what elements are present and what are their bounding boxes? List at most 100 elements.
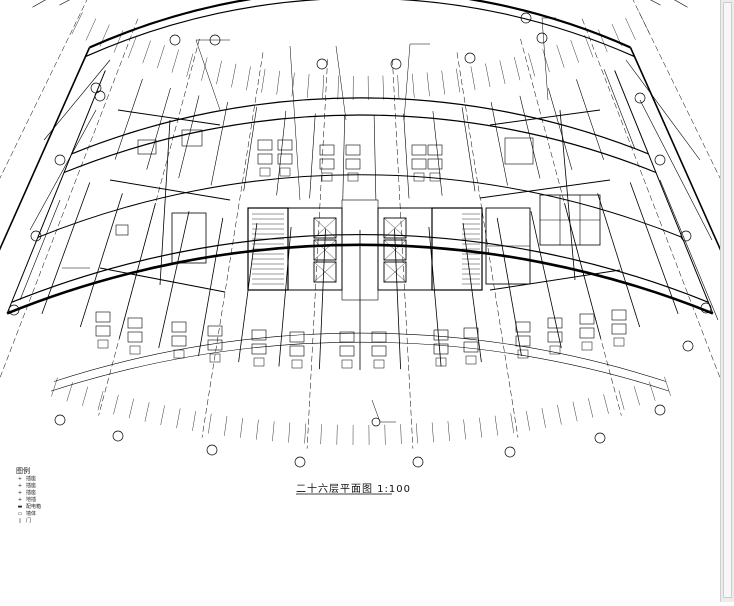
workstation: [208, 340, 222, 350]
workstation: [322, 173, 332, 181]
dimension-tick: [514, 57, 520, 80]
office-partition: [42, 182, 90, 314]
legend-symbol: +: [16, 476, 24, 483]
office-partition: [244, 107, 257, 191]
workstation: [208, 326, 222, 336]
dimension-tick: [639, 12, 650, 34]
office-partition: [462, 107, 475, 191]
vertical-scrollbar[interactable]: [720, 0, 734, 602]
office-partition: [147, 88, 171, 170]
workstation: [278, 140, 292, 150]
workstation: [346, 159, 360, 169]
room-wall: [490, 270, 620, 290]
workstation: [518, 350, 528, 358]
dimension-tick: [224, 416, 227, 436]
workstation: [614, 338, 624, 346]
dimension-tick: [129, 399, 134, 418]
workstation: [128, 332, 142, 342]
grid-bubble: [207, 445, 217, 455]
dimension-tick: [416, 423, 417, 443]
workstation: [348, 173, 358, 181]
workstation: [320, 145, 334, 155]
dimension-tick: [385, 425, 386, 445]
workstation: [174, 350, 184, 358]
furniture: [116, 225, 128, 235]
dimension-tick: [604, 394, 609, 413]
legend-label: 地插: [26, 497, 36, 503]
dimension-tick: [201, 57, 207, 80]
dimension-tick: [307, 74, 309, 98]
legend: 图例 +插座 +插座 +插座 +地插 ▬配电箱 ▭墙体 ▯门: [16, 466, 76, 525]
dimension-tick: [246, 67, 250, 91]
workstation: [96, 312, 110, 322]
office-partition: [115, 79, 142, 160]
workstation: [516, 322, 530, 332]
legend-symbol: +: [16, 497, 24, 504]
dimension-tick: [626, 18, 636, 40]
grid-bubble: [595, 433, 605, 443]
dimension-tick: [598, 30, 607, 52]
grid-bubble: [505, 447, 515, 457]
office-partition: [374, 115, 376, 200]
workstation: [96, 326, 110, 336]
legend-item: ▯门: [16, 518, 76, 525]
dimension-line-right: [660, 180, 718, 320]
workstation: [346, 145, 360, 155]
elevator-lobby: [378, 208, 432, 290]
office-partition: [277, 111, 286, 195]
legend-item: ▬配电箱: [16, 504, 76, 511]
grid-bubble: [655, 155, 665, 165]
office-partition: [199, 218, 223, 356]
dimension-tick: [500, 60, 505, 84]
dimension-tick: [337, 425, 338, 445]
workstation: [372, 346, 386, 356]
legend-symbol: +: [16, 483, 24, 490]
dimension-tick: [305, 424, 306, 444]
workstation: [258, 140, 272, 150]
dimension-tick: [157, 45, 164, 68]
office-partition: [576, 79, 603, 159]
dimension-tick: [51, 377, 57, 396]
grid-bubble: [295, 457, 305, 467]
legend-label: 插座: [26, 476, 36, 482]
grid-axis: [632, 0, 720, 348]
grid-bubble: [170, 35, 180, 45]
conference-table: [505, 138, 533, 164]
dimension-tick: [412, 74, 414, 98]
end-wall: [615, 71, 713, 314]
dimension-tick: [86, 19, 96, 41]
grid-bubble: [372, 418, 380, 426]
office-partition: [343, 115, 345, 200]
legend-label: 门: [26, 518, 31, 524]
office-partition: [433, 111, 442, 196]
office-partition: [310, 114, 316, 199]
dimension-tick: [588, 398, 593, 417]
workstation: [290, 332, 304, 342]
dimension-tick: [634, 386, 640, 405]
grid-bubble: [465, 53, 475, 63]
end-wall: [631, 48, 721, 301]
dimension-tick: [272, 421, 274, 441]
grid-bubble: [55, 155, 65, 165]
workstation: [290, 346, 304, 356]
workstation: [128, 318, 142, 328]
dimension-tick: [479, 418, 481, 438]
dimension-tick: [471, 66, 475, 90]
legend-item: +插座: [16, 483, 76, 490]
dimension-tick: [464, 420, 466, 440]
dimension-tick: [82, 387, 88, 406]
dimension-tick: [192, 411, 195, 431]
scrollbar-thumb[interactable]: [723, 2, 732, 598]
workstation: [580, 328, 594, 338]
dimension-tick: [427, 73, 430, 97]
grid-bubble: [31, 231, 41, 241]
dimension-tick: [485, 64, 490, 88]
dimension-tick: [543, 49, 550, 72]
dimension-tick: [161, 405, 165, 425]
dimension-tick: [442, 71, 445, 95]
dimension-tick: [619, 390, 624, 409]
workstation: [612, 310, 626, 320]
end-wall: [0, 48, 89, 301]
workstation: [342, 360, 352, 368]
dimension-tick: [321, 424, 322, 444]
